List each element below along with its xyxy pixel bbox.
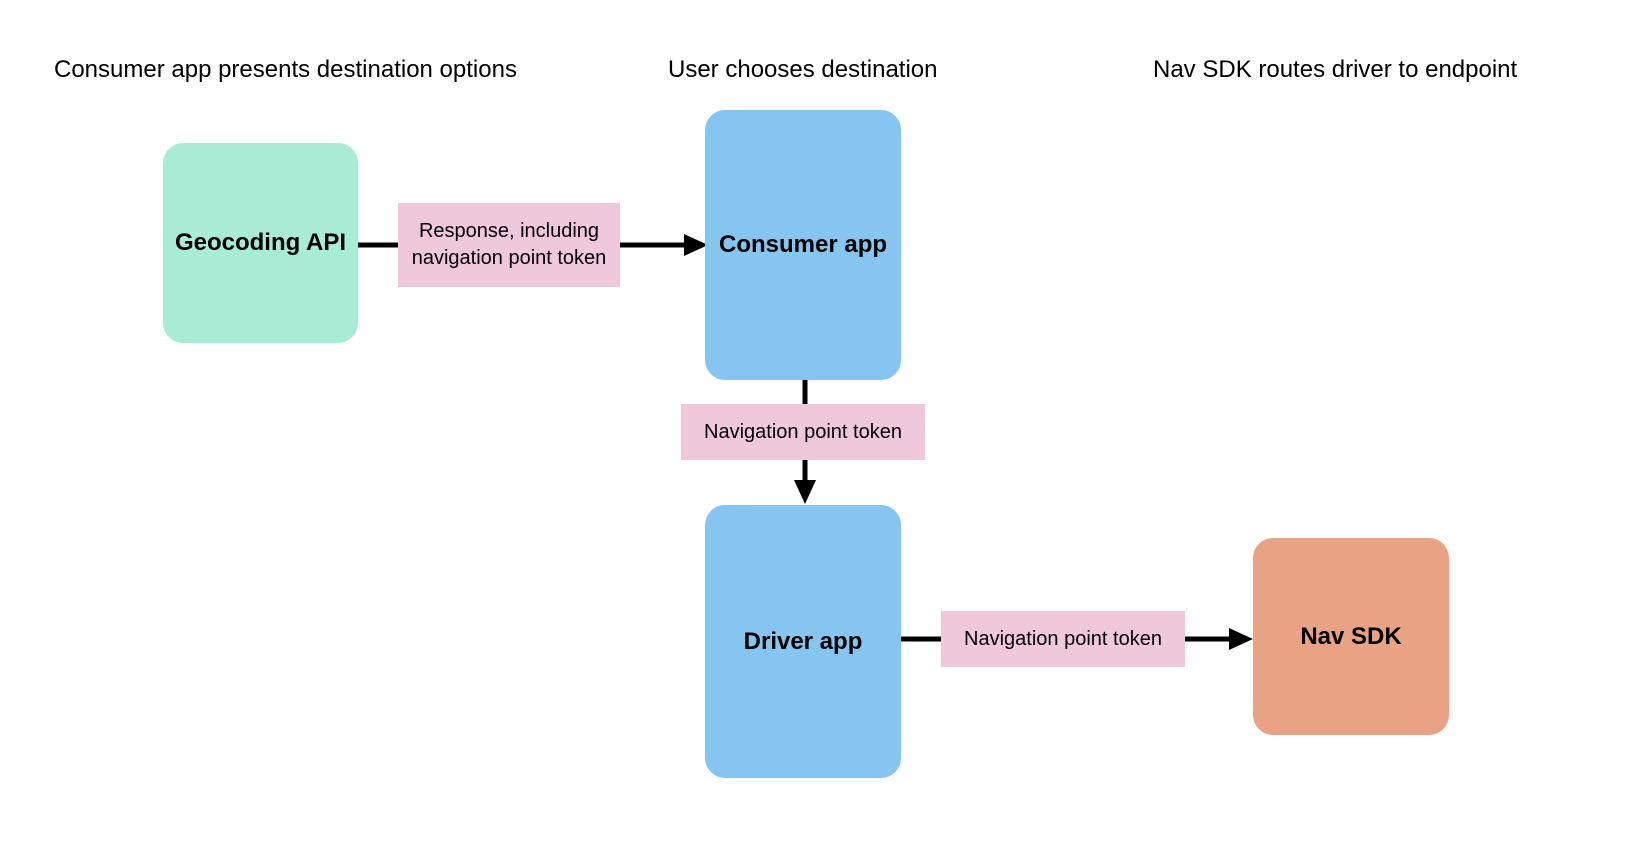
edge-label-navigation-point-token-consumer-driver: Navigation point token xyxy=(681,404,925,460)
edge-label-response-including-navigation-point-token: Response, including navigation point tok… xyxy=(398,203,620,287)
node-nav-sdk[interactable]: Nav SDK xyxy=(1253,538,1449,735)
edge-label-navigation-point-token-driver-navsdk: Navigation point token xyxy=(941,611,1185,667)
node-driver-app[interactable]: Driver app xyxy=(705,505,901,778)
column-header-consumer: Consumer app presents destination option… xyxy=(54,56,517,83)
node-consumer-app[interactable]: Consumer app xyxy=(705,110,901,380)
node-geocoding-api[interactable]: Geocoding API xyxy=(163,143,358,343)
column-header-nav-sdk: Nav SDK routes driver to endpoint xyxy=(1153,56,1518,83)
column-header-user: User chooses destination xyxy=(668,56,938,83)
